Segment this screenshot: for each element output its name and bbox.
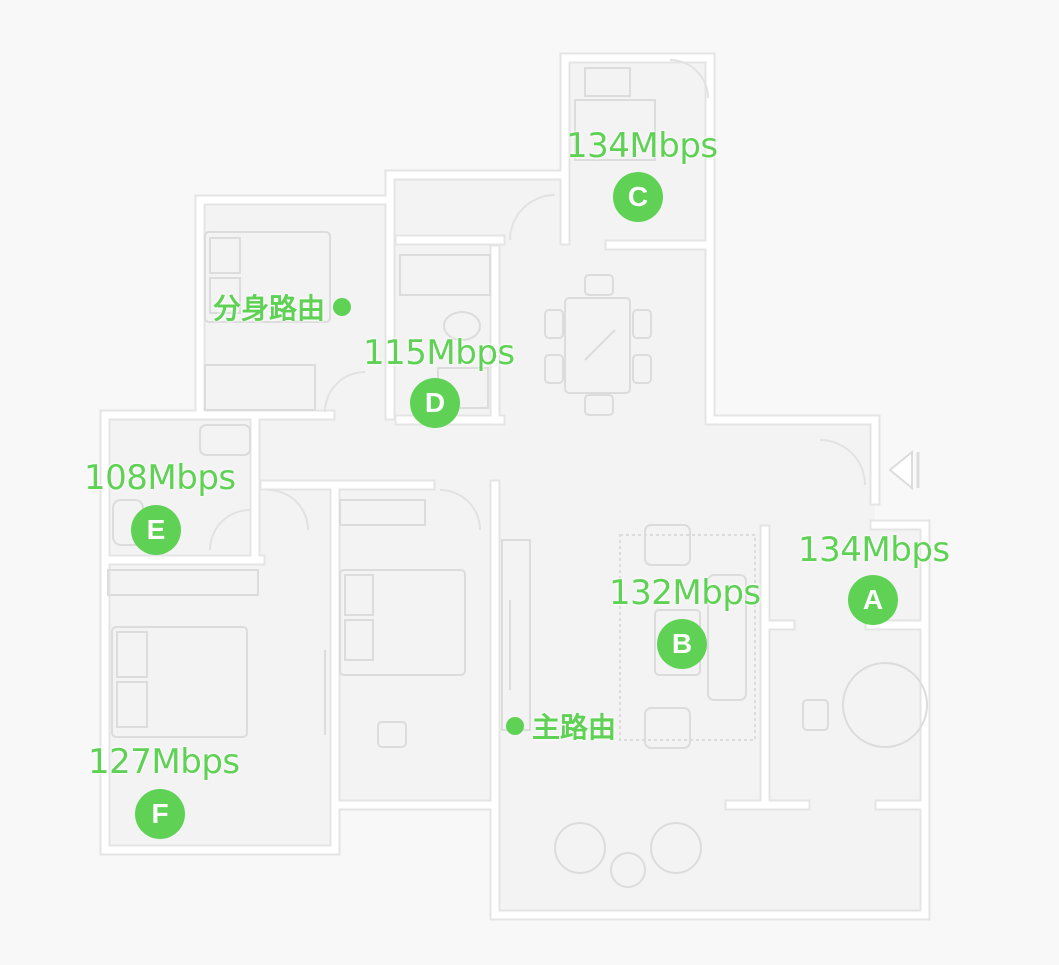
speed-label-f: 127Mbps [88, 742, 240, 782]
main-router-label: 主路由 [532, 711, 617, 744]
point-marker-f[interactable]: F [135, 789, 185, 839]
point-marker-a[interactable]: A [848, 575, 898, 625]
speed-label-b: 132Mbps [609, 573, 761, 613]
entrance-arrow-icon [888, 449, 913, 491]
main-router-dot-icon [506, 717, 524, 735]
satellite-router[interactable]: 分身路由 [213, 287, 352, 327]
speed-label-c: 134Mbps [566, 126, 718, 166]
point-marker-c[interactable]: C [613, 172, 663, 222]
point-marker-d[interactable]: D [410, 378, 460, 428]
main-router[interactable]: 主路由 [506, 706, 616, 746]
satellite-router-dot-icon [333, 298, 352, 316]
speed-label-d: 115Mbps [363, 333, 515, 373]
satellite-router-label: 分身路由 [213, 292, 326, 325]
speed-label-e: 108Mbps [84, 458, 236, 498]
speed-label-a: 134Mbps [798, 530, 950, 570]
point-marker-e[interactable]: E [131, 505, 181, 555]
point-marker-b[interactable]: B [657, 619, 707, 669]
furniture [107, 67, 928, 888]
doors [209, 59, 866, 551]
